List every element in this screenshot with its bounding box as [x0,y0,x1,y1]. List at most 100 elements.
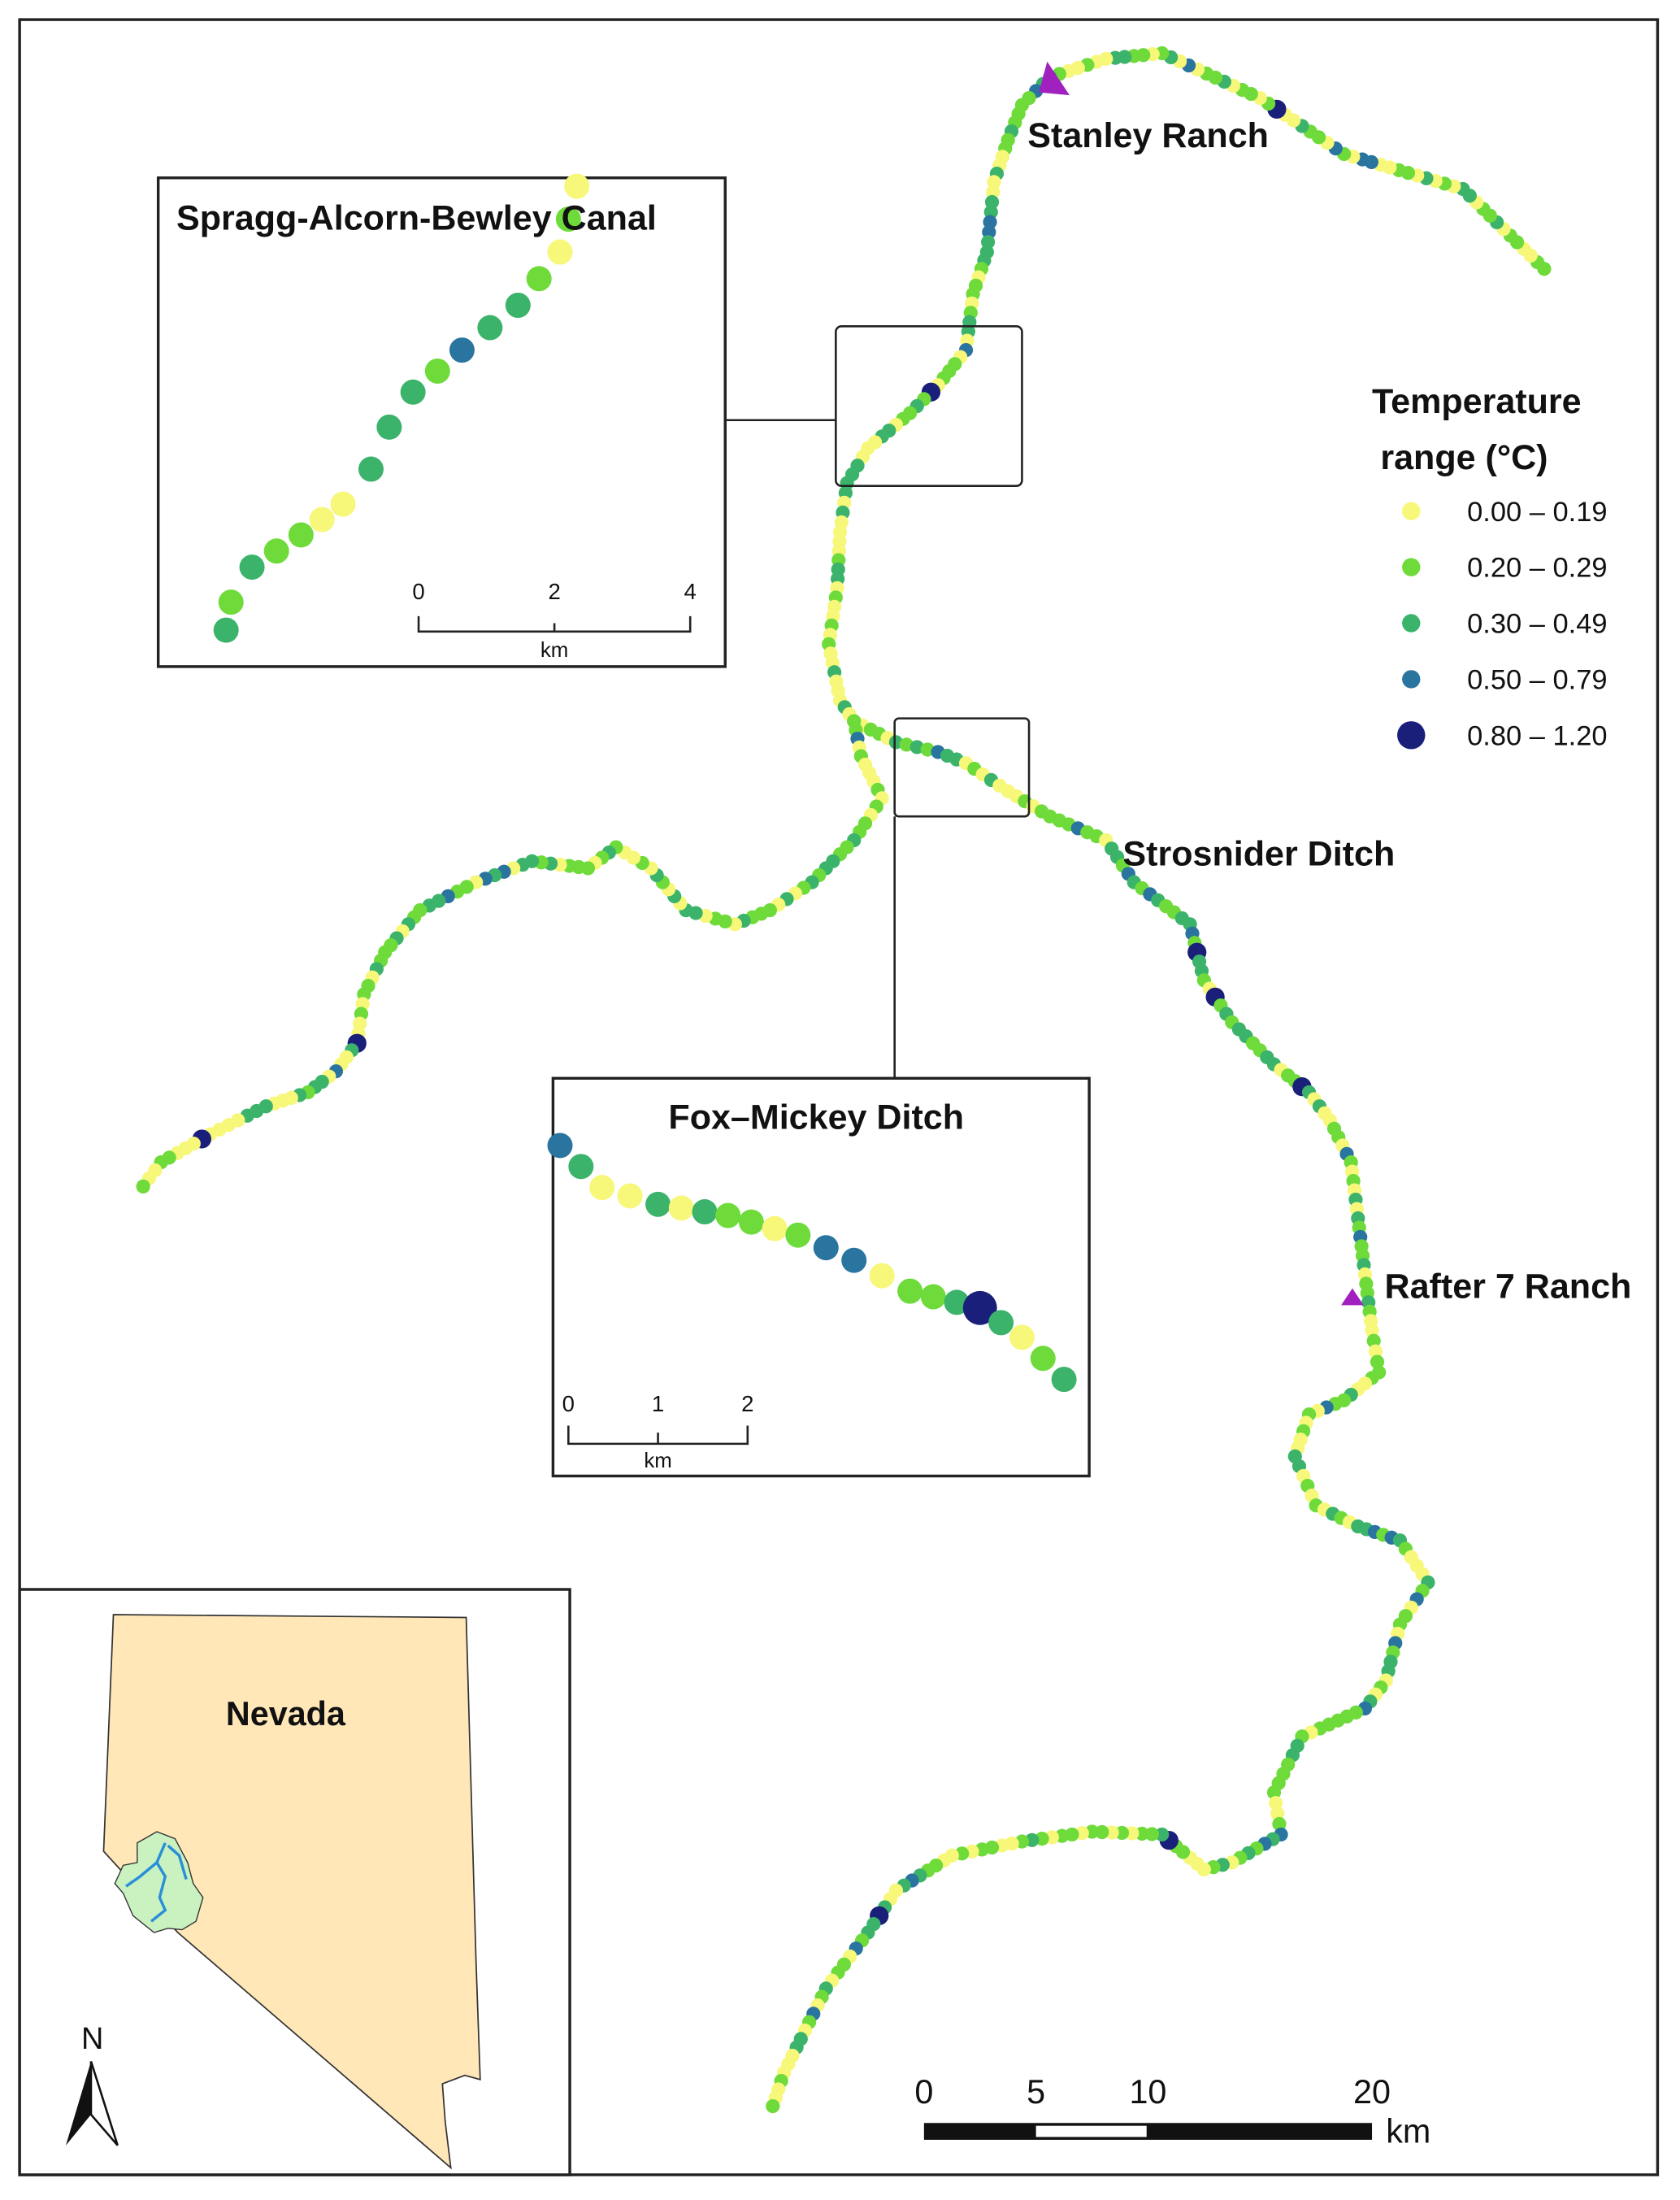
temperature-point [897,1278,923,1304]
temperature-point [1370,1354,1385,1369]
legend-title-unit: range (°C) [1380,438,1548,477]
legend-swatch [1402,670,1421,689]
temperature-point [263,538,289,564]
temperature-point [785,1222,811,1248]
scale-bar: 0 5 10 20 km [914,2073,1430,2150]
temperature-point [449,337,475,363]
temperature-point [1155,1827,1170,1842]
scale-tick: 0 [412,579,424,604]
temperature-point [309,507,335,533]
temperature-point [239,554,265,580]
temperature-point [1365,1323,1379,1337]
temperature-point [1272,1816,1287,1832]
temperature-point [869,1263,895,1289]
legend-label: 0.20 – 0.29 [1467,553,1607,584]
fox-mickey-inset: Fox–Mickey Ditch 0 1 2 km [547,1076,1091,1478]
temperature-point [424,358,450,384]
temperature-point [555,207,581,233]
temperature-point [564,173,590,199]
temperature-point [668,1195,694,1221]
scale-unit: km [540,639,568,662]
temperature-point [1125,1826,1140,1841]
scale-tick: 5 [1027,2073,1045,2111]
scale-tick: 2 [548,579,560,604]
temperature-point [358,456,384,482]
scale-unit: km [644,1450,671,1472]
scale-tick: 0 [562,1391,575,1416]
rafter-7-ranch-marker [1341,1288,1364,1306]
temperature-point [1135,1826,1149,1841]
legend-label: 0.00 – 0.19 [1467,497,1607,528]
temperature-point [645,1191,671,1217]
temperature-point [813,1235,839,1261]
temperature-point [920,742,935,757]
temperature-point [1266,1785,1282,1800]
temperature-point [1051,1367,1077,1393]
legend: Temperature range (°C) 0.00 – 0.19 0.20 –… [1372,382,1607,751]
temperature-point [376,414,402,440]
temperature-point [944,1289,970,1315]
temperature-point [505,292,531,319]
temperature-point [988,1310,1014,1336]
rafter-7-ranch-label: Rafter 7 Ranch [1385,1267,1632,1307]
temperature-point [766,2098,780,2114]
locator-map: Nevada N [18,1588,571,2176]
spragg-inset: Spragg-Alcorn-Bewley Canal 0 2 4 km [156,173,727,668]
scale-unit: km [1386,2112,1430,2150]
temperature-point [136,1179,150,1193]
temperature-point [1095,1824,1109,1840]
legend-swatch [1402,558,1421,576]
temperature-point [617,1183,643,1209]
legend-label: 0.30 – 0.49 [1467,609,1607,640]
temperature-point [909,740,924,754]
temperature-point [288,522,314,548]
temperature-point [841,1247,867,1273]
temperature-point [547,239,573,265]
watershed-river [125,1842,188,1923]
legend-swatch [1402,614,1421,633]
river-dots [136,46,1552,2114]
temperature-point [1368,1344,1383,1359]
legend-title: Temperature [1372,382,1582,421]
legend-swatch [1397,721,1426,750]
temperature-point [400,379,426,405]
temperature-point [213,617,239,643]
temperature-point [218,589,244,615]
north-label: N [81,2022,103,2056]
temperature-point [526,266,552,292]
scale-tick: 20 [1353,2073,1391,2111]
temperature-point [330,491,356,517]
temperature-point [738,1209,764,1235]
temperature-point [477,315,503,341]
legend-label: 0.50 – 0.79 [1467,664,1607,695]
stanley-ranch-marker [1039,61,1070,96]
strosnider-ditch-label: Strosnider Ditch [1122,834,1395,873]
temperature-point [1030,1346,1056,1372]
nevada-label: Nevada [226,1695,346,1733]
temperature-point [1105,1825,1119,1840]
scale-tick: 4 [684,579,697,604]
scale-tick: 0 [914,2073,933,2111]
scale-tick: 1 [652,1391,664,1416]
temperature-point [1009,1324,1035,1350]
spragg-inset-title: Spragg-Alcorn-Bewley Canal [176,198,657,237]
stanley-ranch-label: Stanley Ranch [1027,116,1269,155]
temperature-point [1114,1825,1130,1841]
legend-label: 0.80 – 1.20 [1467,720,1607,751]
temperature-point [920,1284,946,1310]
temperature-point [568,1154,594,1180]
spragg-callout-box [835,325,1023,487]
temperature-point [589,1175,615,1201]
north-arrow-icon [65,2061,119,2146]
temperature-point [962,1290,997,1325]
temperature-point [715,1202,741,1228]
temperature-point [1270,1806,1285,1821]
temperature-point [899,737,914,752]
temperature-point [1366,1333,1381,1348]
fox-inset-title: Fox–Mickey Ditch [668,1098,964,1137]
scale-tick: 10 [1129,2073,1166,2111]
fox-callout-box [893,717,1031,818]
temperature-point [762,1215,788,1241]
temperature-point [888,735,904,750]
